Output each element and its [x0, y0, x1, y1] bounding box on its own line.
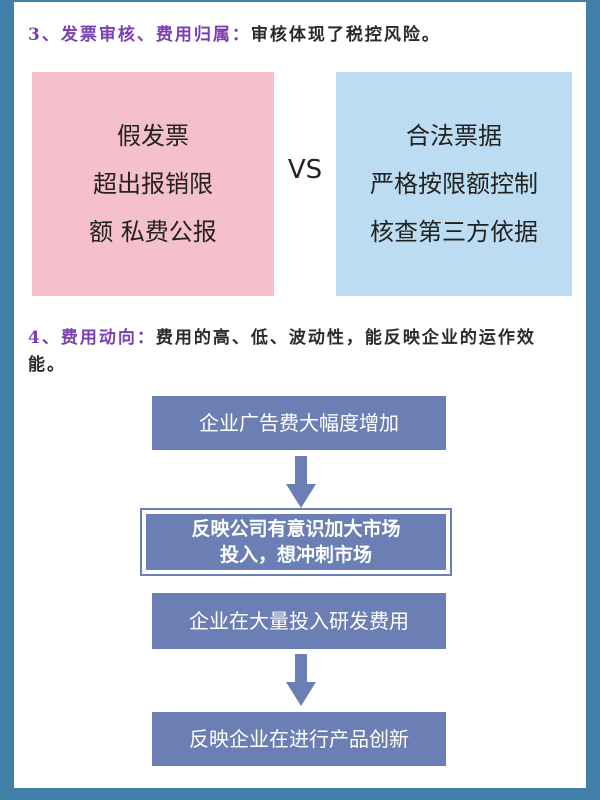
flow-step-2: 反映公司有意识加大市场 投入，想冲刺市场: [146, 514, 446, 570]
fake-invoice-box: 假发票 超出报销限 额 私费公报: [32, 72, 274, 296]
down-arrow-icon: [286, 654, 316, 706]
vs-label: VS: [287, 155, 323, 185]
section3-lead: 3、发票审核、费用归属：: [28, 25, 251, 45]
flow-step-3: 企业在大量投入研发费用: [152, 593, 446, 649]
left-line: 假发票: [117, 122, 189, 150]
flow-step-4: 反映企业在进行产品创新: [152, 712, 446, 766]
flow-step-1: 企业广告费大幅度增加: [152, 396, 446, 450]
section4-lead: 4、费用动向：: [28, 328, 156, 348]
left-line: 额 私费公报: [89, 218, 217, 246]
right-line: 核查第三方依据: [370, 218, 538, 246]
left-line: 超出报销限: [93, 170, 213, 198]
section3-text: 审核体现了税控风险。: [250, 25, 441, 45]
flow-step-2-line1: 反映公司有意识加大市场: [191, 518, 401, 540]
section4-heading: 4、费用动向：费用的高、低、波动性，能反映企业的运作效能。: [28, 325, 573, 379]
right-line: 严格按限额控制: [370, 170, 538, 198]
legal-invoice-box: 合法票据 严格按限额控制 核查第三方依据: [336, 72, 572, 296]
down-arrow-icon: [286, 456, 316, 508]
section4-text: 费用的高、低、波动性，能反映企业的运作效能。: [28, 328, 536, 375]
section3-heading: 3、发票审核、费用归属：审核体现了税控风险。: [28, 22, 573, 49]
flow-step-2-line2: 投入，想冲刺市场: [219, 544, 372, 566]
right-line: 合法票据: [406, 122, 502, 150]
